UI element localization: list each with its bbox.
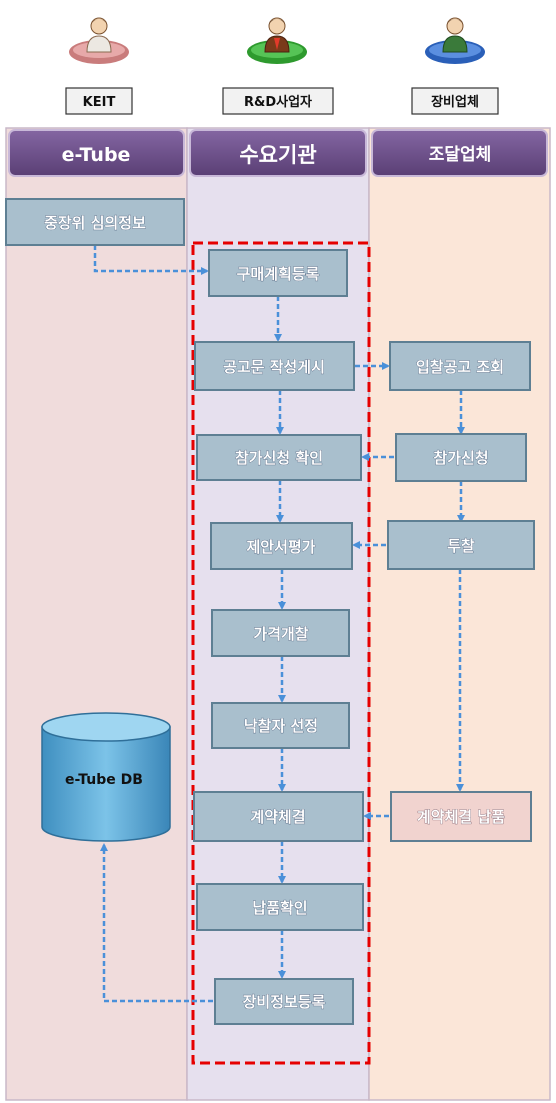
node-notice-post: 공고문 작성게시	[194, 341, 355, 391]
person-icon-vendor	[425, 17, 485, 64]
node-delivery-confirm-label: 납품확인	[252, 899, 307, 917]
role-label-vendor-box	[411, 87, 499, 115]
node-committee-label: 중장위 심의정보	[44, 214, 146, 232]
node-contract-delivery-label: 계약체결 납품	[417, 808, 505, 826]
lane-title-demand: 수요기관	[239, 143, 316, 167]
node-equipment-register: 장비정보등록	[214, 978, 354, 1025]
demand-process-frame	[191, 241, 371, 1065]
database-cylinder: e-Tube DB	[41, 712, 171, 842]
role-label-keit: KEIT	[83, 95, 116, 110]
node-price-open-label: 가격개찰	[253, 625, 308, 643]
node-bid-notice-view-label: 입찰공고 조회	[416, 358, 504, 376]
lane-title-etube: e-Tube	[62, 144, 131, 166]
arrow-register-to-db	[100, 843, 213, 1003]
arrow-committee-to-plan	[93, 245, 209, 275]
node-apply: 참가신청	[395, 433, 527, 482]
lane-header-etube	[8, 129, 185, 177]
node-contract: 계약체결	[193, 791, 364, 842]
node-contract-label: 계약체결	[250, 808, 305, 826]
role-label-vendor: 장비업체	[431, 94, 479, 110]
node-bid-label: 투찰	[447, 537, 475, 555]
person-icon-keit	[69, 17, 129, 64]
role-label-rnd: R&D사업자	[244, 94, 312, 110]
node-notice-post-label: 공고문 작성게시	[223, 358, 325, 376]
person-icon-rnd	[247, 17, 307, 64]
node-purchase-plan-label: 구매계획등록	[237, 265, 320, 283]
node-winner-select-label: 낙찰자 선정	[244, 717, 318, 735]
node-bid: 투찰	[387, 520, 535, 570]
node-committee: 중장위 심의정보	[5, 198, 185, 246]
database-label: e-Tube DB	[65, 772, 143, 788]
node-proposal-eval-label: 제안서평가	[246, 538, 315, 556]
node-contract-delivery: 계약체결 납품	[390, 791, 532, 842]
node-winner-select: 낙찰자 선정	[211, 702, 350, 749]
lane-header-supplier	[371, 129, 548, 177]
node-purchase-plan: 구매계획등록	[208, 249, 348, 297]
node-delivery-confirm: 납품확인	[196, 883, 364, 931]
node-price-open: 가격개찰	[211, 609, 350, 657]
lane-title-supplier: 조달업체	[429, 144, 492, 165]
node-apply-confirm-label: 참가신청 확인	[235, 449, 323, 467]
node-equipment-register-label: 장비정보등록	[243, 993, 326, 1011]
role-label-rnd-box	[222, 87, 334, 115]
node-proposal-eval: 제안서평가	[210, 522, 353, 570]
lane-etube-bg	[5, 127, 188, 1101]
node-apply-confirm: 참가신청 확인	[196, 434, 362, 481]
node-apply-label: 참가신청	[433, 449, 488, 467]
node-bid-notice-view: 입찰공고 조회	[389, 341, 531, 391]
role-label-keit-box	[65, 87, 133, 115]
lane-header-demand	[189, 129, 367, 177]
